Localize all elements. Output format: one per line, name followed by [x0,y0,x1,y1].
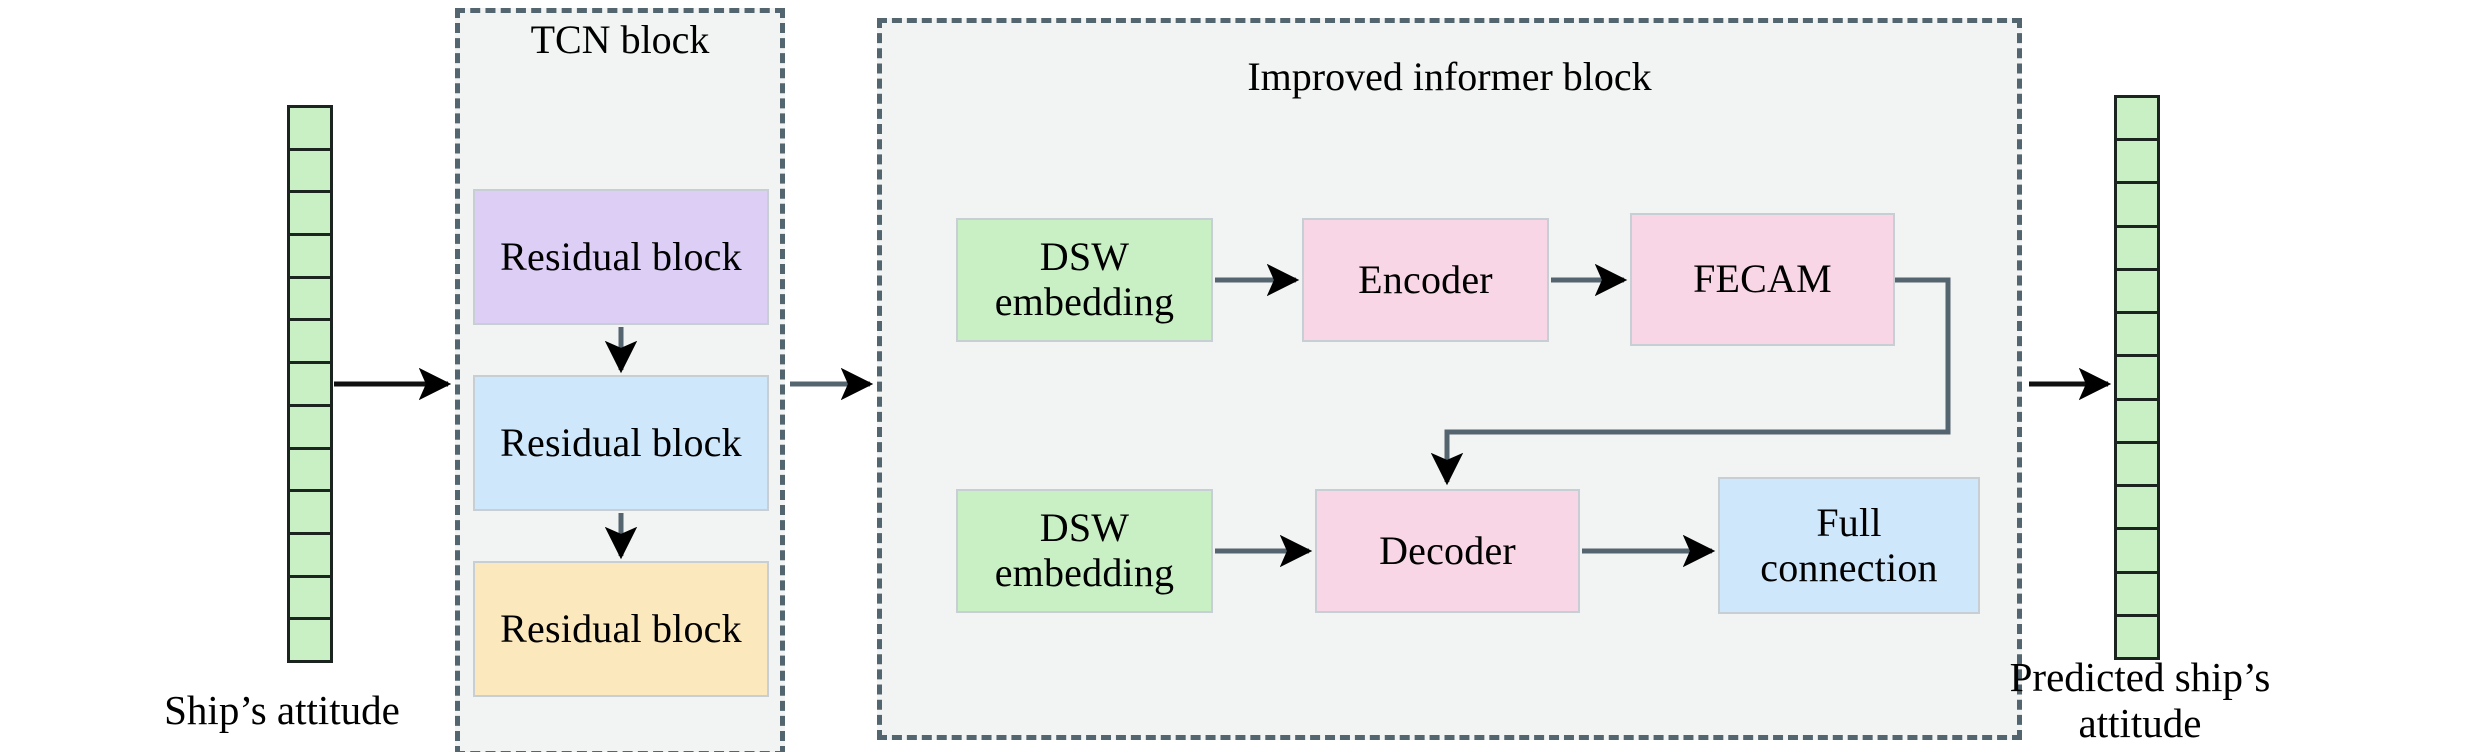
encoder-box[interactable]: Encoder [1302,218,1549,342]
input-vector-cell [290,108,330,151]
output-vector-cell [2117,487,2157,531]
input-vector-cell [290,236,330,279]
input-vector-cell [290,449,330,493]
input-vector-cell [290,364,330,407]
output-vector-cell [2117,314,2157,358]
tcn-block-title: TCN block [530,17,710,62]
improved-informer-block-container [877,18,2022,740]
fecam-box[interactable]: FECAM [1630,213,1895,346]
output-vector-cell [2117,227,2157,271]
input-vector-cell [290,150,330,194]
output-vector-cell [2117,530,2157,574]
residual-block-2[interactable]: Residual block [473,375,769,511]
residual-block-3[interactable]: Residual block [473,561,769,697]
improved-informer-block-title: Improved informer block [1247,54,1652,99]
input-vector-cell [290,193,330,237]
input-vector-cell [290,321,330,365]
residual-block-1[interactable]: Residual block [473,189,769,325]
output-vector-cell [2117,98,2157,142]
predicted-ship-attitude-output-vector [2114,95,2160,660]
residual-block-1-label: Residual block [500,233,742,279]
decoder-label: Decoder [1379,527,1516,573]
output-vector-cell [2117,616,2157,658]
encoder-label: Encoder [1358,256,1493,302]
input-vector-cell [290,278,330,322]
residual-block-2-label: Residual block [500,419,742,465]
output-vector-cell [2117,573,2157,617]
input-vector-cell [290,534,330,578]
fecam-label: FECAM [1693,256,1832,302]
output-vector-cell [2117,400,2157,444]
input-vector-cell [290,492,330,535]
output-vector-cell [2117,443,2157,488]
output-vector-cell [2117,141,2157,185]
ship-attitude-input-vector [287,105,333,663]
input-vector-cell [290,620,330,660]
input-vector-cell [290,406,330,450]
output-vector-cell [2117,270,2157,315]
output-vector-cell [2117,357,2157,401]
decoder-box[interactable]: Decoder [1315,489,1580,613]
input-vector-label: Ship’s attitude [164,687,400,733]
residual-block-3-label: Residual block [500,605,742,651]
input-vector-cell [290,577,330,621]
output-vector-cell [2117,184,2157,228]
